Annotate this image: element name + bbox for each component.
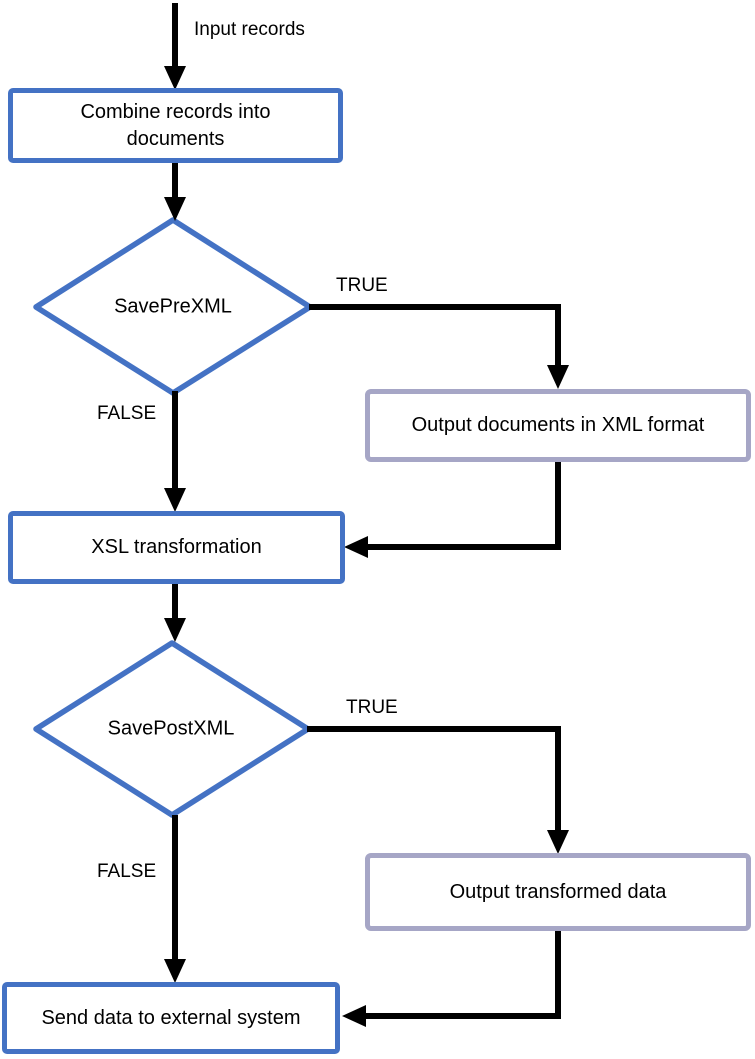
process-xsl-transformation: XSL transformation <box>8 511 345 584</box>
edge-label-savepre-false: FALSE <box>97 403 157 424</box>
connector-savepost-false <box>164 815 186 983</box>
output-transformed-data-label: Output transformed data <box>449 880 667 903</box>
process-send-external-label: Send data to external system <box>41 1006 301 1029</box>
output-xml-documents-label: Output documents in XML format <box>411 414 705 436</box>
process-xsl-transformation-label: XSL transformation <box>91 536 262 558</box>
decision-save-pre-xml-label: SavePreXML <box>114 295 232 318</box>
process-combine-records: Combine records into documents <box>8 88 343 163</box>
connector-savepre-true <box>309 304 569 389</box>
edge-label-input: Input records <box>194 19 305 40</box>
edge-label-savepost-true: TRUE <box>346 697 398 718</box>
connector-combine-to-savepre <box>164 160 186 221</box>
output-transformed-data: Output transformed data <box>365 853 751 931</box>
connector-xsl-to-savepost <box>164 582 186 642</box>
process-combine-records-label: Combine records into documents <box>80 100 271 150</box>
connector-input <box>164 3 186 90</box>
decision-save-post-xml-label: SavePostXML <box>107 717 235 740</box>
edge-label-savepost-false: FALSE <box>97 861 157 882</box>
connector-outputtrans-to-send <box>342 926 561 1027</box>
process-send-external: Send data to external system <box>2 982 340 1054</box>
connector-outputxml-to-xsl <box>344 458 561 558</box>
edge-label-savepre-true: TRUE <box>336 275 388 296</box>
connector-savepost-true <box>307 726 569 854</box>
connector-savepre-false <box>164 391 186 512</box>
output-xml-documents: Output documents in XML format <box>365 389 751 462</box>
